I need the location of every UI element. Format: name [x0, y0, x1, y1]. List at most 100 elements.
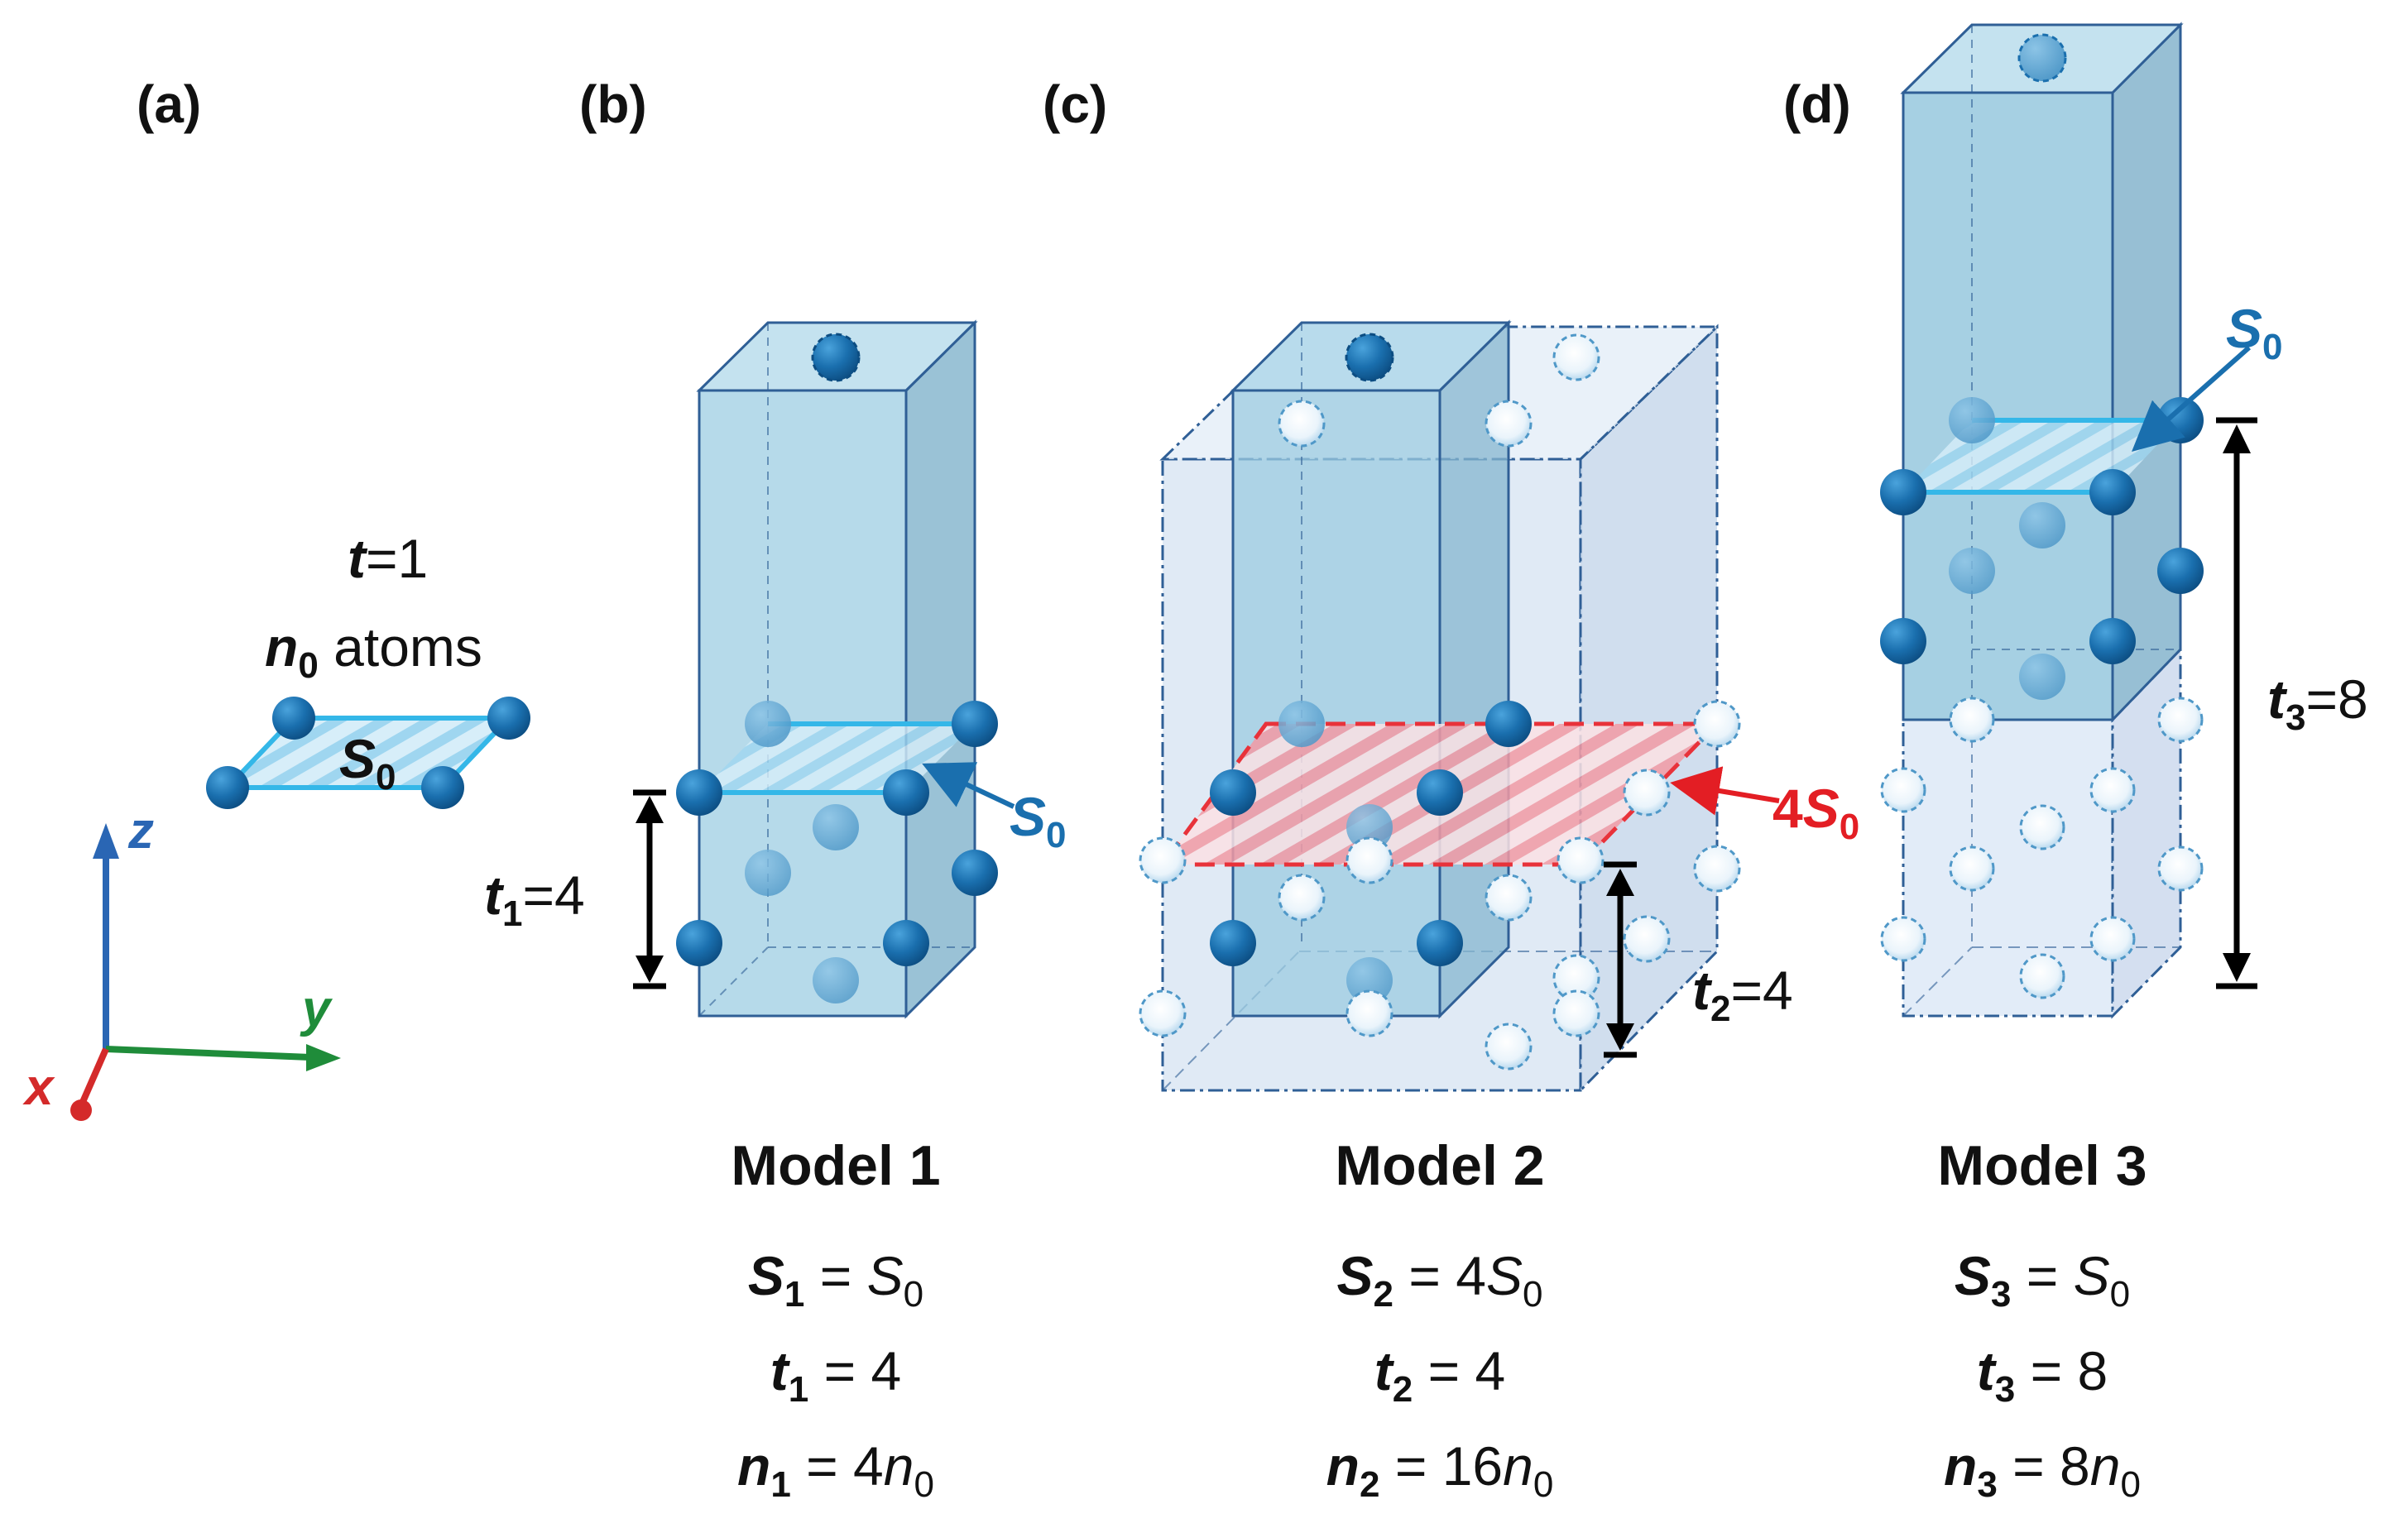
atom	[1949, 697, 1995, 743]
model2-hidden-edge	[1162, 951, 1300, 1091]
atom	[813, 804, 859, 850]
atom	[1693, 700, 1741, 748]
atom	[952, 850, 998, 896]
atom	[1345, 333, 1394, 382]
model3-title: Model 3	[1937, 1134, 2147, 1197]
atom	[883, 920, 929, 966]
atom	[1139, 989, 1187, 1037]
atom	[2089, 767, 2136, 813]
model2-cell-front	[1231, 389, 1441, 1018]
atom	[2089, 916, 2136, 962]
x-axis-arrowhead	[70, 1099, 92, 1121]
model2-thickness-bar	[1604, 861, 1637, 1058]
atom	[1552, 989, 1600, 1037]
atom	[1949, 548, 1995, 594]
panel-label-b: (b)	[579, 74, 647, 134]
atom	[1485, 701, 1532, 747]
y-axis-arrowhead	[306, 1044, 341, 1071]
model1-hidden-edge	[698, 946, 769, 1017]
atom	[421, 766, 464, 809]
atom	[1693, 845, 1741, 893]
model2-4s0-label: 4S0	[1772, 778, 1859, 847]
atom	[272, 697, 315, 740]
panel-c-model2: 4S0 t2=4	[1139, 319, 1859, 1094]
atom	[883, 769, 929, 816]
panel-label-d: (d)	[1783, 74, 1851, 134]
model3-s0-label: S0	[2226, 298, 2283, 367]
atom	[1210, 920, 1256, 966]
atom	[1346, 836, 1393, 884]
atom	[1485, 1023, 1533, 1071]
model3-hidden-edge	[1902, 946, 1973, 1017]
atom	[1949, 397, 1995, 443]
model3-s0-pointer	[2132, 345, 2251, 452]
atom	[2019, 502, 2065, 548]
atom	[1346, 804, 1393, 850]
y-axis-label: y	[300, 980, 333, 1037]
x-axis	[79, 1047, 109, 1104]
model1-caption: Model 1 S1 = S0 t1 = 4 n1 = 4n0	[731, 1134, 940, 1505]
atom	[2089, 469, 2136, 515]
model3-eq-area: S3 = S0	[1955, 1245, 2130, 1315]
atom	[2157, 845, 2204, 892]
model1-eq-thickness: t1 = 4	[770, 1340, 901, 1410]
atom	[2089, 618, 2136, 664]
panel-label-a: (a)	[137, 74, 201, 134]
model1-s0-pointer	[922, 762, 1015, 809]
x-axis-label: x	[22, 1059, 55, 1116]
model3-upper-side	[2111, 22, 2182, 723]
panel-b-model1: S0 t1=4	[484, 319, 1067, 1019]
model3-thickness-label: t3=8	[2267, 668, 2368, 738]
model1-s0-label: S0	[1010, 786, 1067, 855]
atom	[952, 701, 998, 747]
model3-caption: Model 3 S3 = S0 t3 = 8 n3 = 8n0	[1937, 1134, 2147, 1505]
atom	[2157, 697, 2204, 743]
panel-a-area-label: S0	[339, 728, 396, 798]
model1-title: Model 1	[731, 1134, 940, 1197]
panel-a-thickness-label: t=1	[348, 528, 428, 589]
atom	[676, 920, 722, 966]
z-axis-label: z	[127, 802, 154, 860]
atom	[1485, 874, 1533, 922]
atom	[1880, 916, 1926, 962]
atom	[1880, 469, 1926, 515]
atom	[811, 333, 861, 382]
atom	[676, 769, 722, 816]
atom	[1623, 915, 1671, 963]
atom	[1278, 874, 1326, 922]
model3-lower-atoms	[1880, 697, 2204, 999]
panel-d-model3: S0 t3=8	[1880, 22, 2368, 1019]
atom	[1485, 400, 1533, 448]
atom	[1949, 845, 1995, 892]
model2-4s0-pointer	[1670, 766, 1780, 816]
atom	[2019, 654, 2065, 700]
coordinate-axes: z y x	[22, 802, 341, 1121]
atom	[2019, 953, 2065, 999]
atom	[1278, 400, 1326, 448]
model1-eq-area: S1 = S0	[748, 1245, 923, 1315]
atom	[2017, 33, 2067, 83]
atom	[1417, 769, 1463, 816]
model3-thickness-bar	[2216, 417, 2257, 989]
z-axis-arrowhead	[93, 823, 119, 859]
atom	[487, 697, 530, 740]
atom	[1880, 767, 1926, 813]
atom	[1557, 836, 1605, 884]
panel-a: t=1 n0 atoms S0 z y x	[22, 528, 530, 1121]
model2-eq-thickness: t2 = 4	[1374, 1340, 1505, 1410]
atom	[1278, 701, 1325, 747]
model3-eq-atoms: n3 = 8n0	[1944, 1435, 2141, 1505]
atom	[745, 850, 791, 896]
model1-box-front	[698, 389, 908, 1018]
model2-eq-atoms: n2 = 16n0	[1326, 1435, 1554, 1505]
model1-thickness-label: t1=4	[484, 865, 585, 934]
model1-box-side	[904, 319, 976, 1019]
model1-thickness-bar	[633, 789, 666, 989]
model2-thickness-label: t2=4	[1692, 960, 1793, 1029]
y-axis	[105, 1046, 311, 1061]
model2-neighbor-atoms	[1139, 333, 1741, 1071]
model2-caption: Model 2 S2 = 4S0 t2 = 4 n2 = 16n0	[1326, 1134, 1554, 1505]
atom	[745, 701, 791, 747]
atom	[1880, 618, 1926, 664]
